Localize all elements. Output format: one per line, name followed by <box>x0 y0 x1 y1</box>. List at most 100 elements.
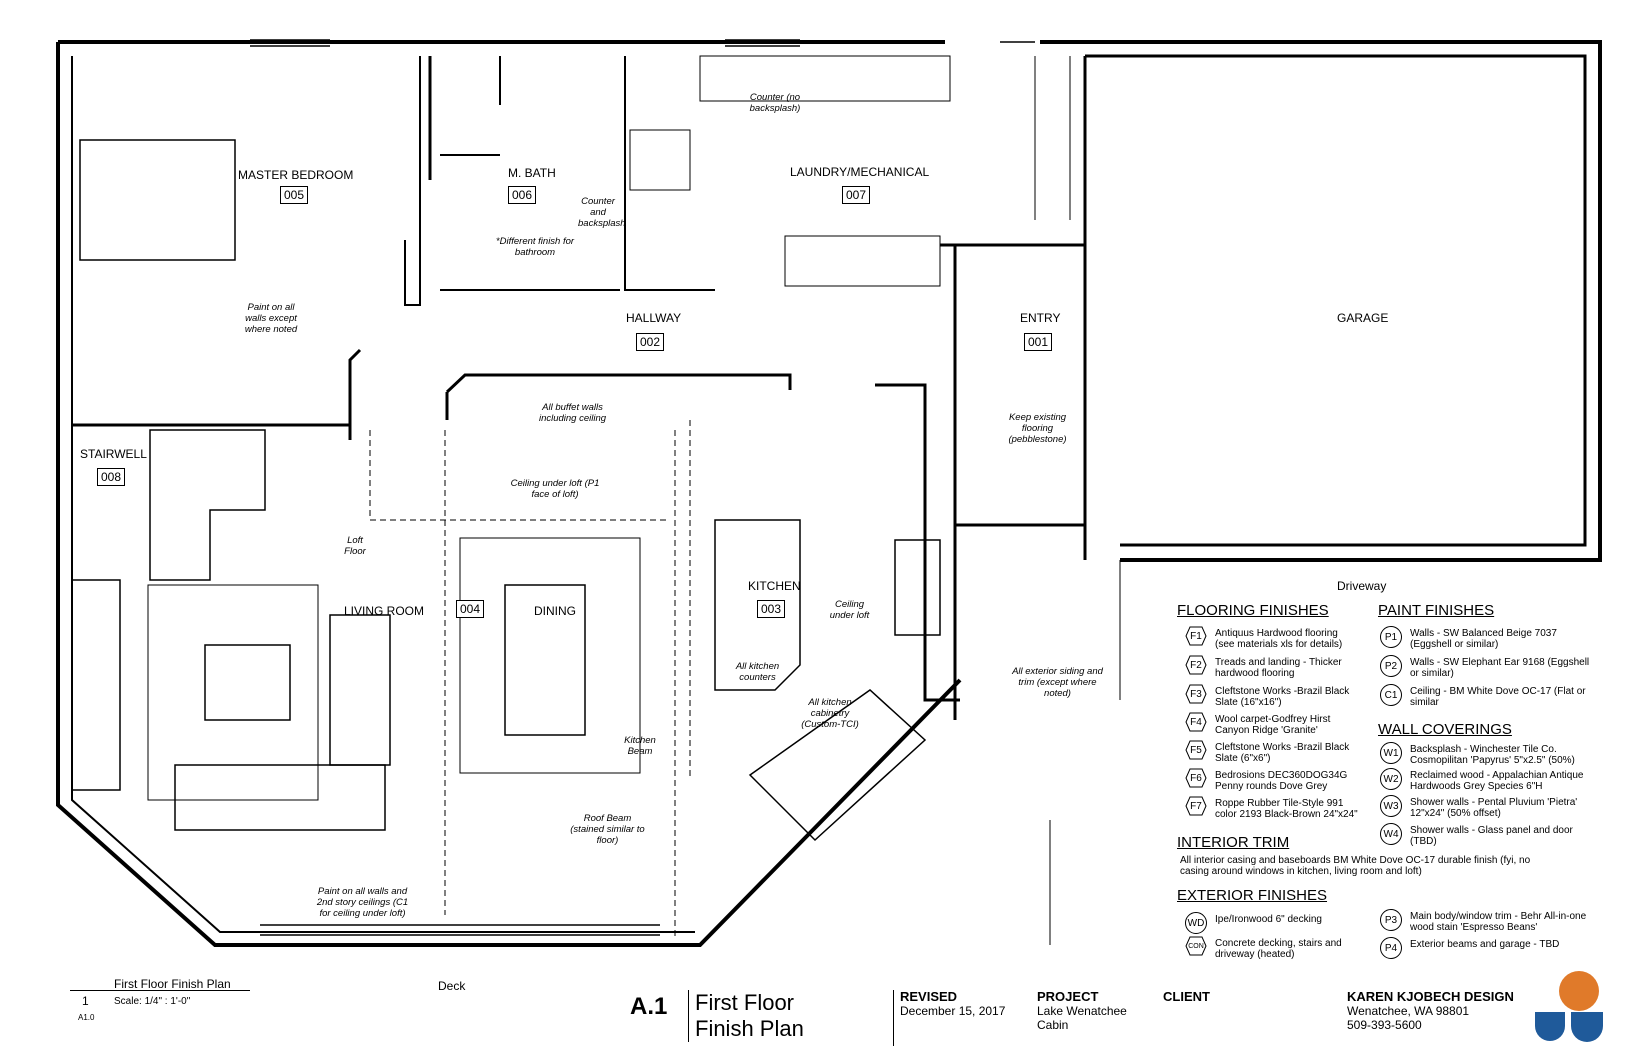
legend-wall-title: WALL COVERINGS <box>1378 721 1512 738</box>
legend-flooring-item: Wool carpet-Godfrey Hirst Canyon Ridge '… <box>1185 712 1355 736</box>
legend-code-symbol: F6 <box>1185 768 1207 788</box>
view-scale: Scale: 1/4" : 1'-0" <box>114 996 191 1007</box>
legend-flooring-item: Cleftstone Works -Brazil Black Slate (6"… <box>1185 740 1355 764</box>
legend-paint-item: Walls - SW Elephant Ear 9168 (Eggshell o… <box>1380 655 1590 679</box>
legend-exterior-title: EXTERIOR FINISHES <box>1177 887 1328 904</box>
legend-code-symbol: F7 <box>1185 796 1207 816</box>
legend-flooring-item: Antiquus Hardwood flooring (see material… <box>1185 626 1355 650</box>
room-num-living: 004 <box>456 600 485 618</box>
legend-flooring-title: FLOORING FINISHES <box>1177 602 1329 619</box>
view-title-block: 1 A1.0 First Floor Finish Plan Scale: 1/… <box>70 977 250 1022</box>
room-name-living: LIVING ROOM <box>344 604 425 618</box>
firm-logo <box>1535 971 1603 1042</box>
legend-code-symbol: P1 <box>1380 626 1402 648</box>
legend-code-symbol: P3 <box>1380 909 1402 931</box>
revised-block: REVISED December 15, 2017 <box>893 990 1005 1046</box>
legend-code-symbol: F1 <box>1185 626 1207 646</box>
note-ext-siding: All exterior siding and trim (except whe… <box>1012 666 1103 699</box>
view-number: 1 <box>82 994 89 1008</box>
note-ceiling-loft: Ceiling under loft (P1 face of loft) <box>510 478 600 500</box>
view-title: First Floor Finish Plan <box>114 977 231 991</box>
note-kitchen-counters: All kitchen counters <box>735 661 780 683</box>
legend-paint-item: Ceiling - BM White Dove OC-17 (Flat or s… <box>1380 684 1590 708</box>
legend-code-symbol: P4 <box>1380 937 1402 959</box>
note-ct4: Counter (no backsplash) <box>749 92 801 114</box>
legend-wall-item: Shower walls - Glass panel and door (TBD… <box>1380 823 1590 847</box>
note-master-paint: Paint on all walls except where noted <box>244 302 298 335</box>
note-buffet: All buffet walls including ceiling <box>538 402 607 424</box>
legend-code-symbol: P2 <box>1380 655 1402 677</box>
room-num-laundry: 007 <box>842 186 871 204</box>
firm-block: KAREN KJOBECH DESIGN Wenatchee, WA 98801… <box>1347 989 1514 1033</box>
legend-trim-title: INTERIOR TRIM <box>1177 834 1290 851</box>
legend-wall-item: Shower walls - Pental Pluvium 'Pietra' 1… <box>1380 795 1590 819</box>
firm-name: KAREN KJOBECH DESIGN <box>1347 989 1514 1004</box>
legend-code-symbol: F3 <box>1185 684 1207 704</box>
room-name-dining: DINING <box>534 604 576 618</box>
deck-label: Deck <box>438 979 466 993</box>
legend-code-symbol: WD <box>1185 912 1207 934</box>
legend-flooring-item: Bedrosions DEC360DOG34G Penny rounds Dov… <box>1185 768 1355 792</box>
legend-code-symbol: W4 <box>1380 823 1402 845</box>
room-name-kitchen: KITCHEN <box>748 579 801 593</box>
legend-flooring-item: Treads and landing - Thicker hardwood fl… <box>1185 655 1355 679</box>
legend-wall-item: Reclaimed wood - Appalachian Antique Har… <box>1380 768 1590 792</box>
firm-city: Wenatchee, WA 98801 <box>1347 1004 1470 1018</box>
client-label: CLIENT <box>1163 989 1210 1004</box>
legend-code-symbol: C1 <box>1380 684 1402 706</box>
room-name-laundry: LAUNDRY/MECHANICAL <box>790 165 930 179</box>
room-name-m-bath: M. BATH <box>508 166 556 180</box>
legend-wall-item: Backsplash - Winchester Tile Co. Cosmopi… <box>1380 742 1590 766</box>
legend-paint-item: Walls - SW Balanced Beige 7037 (Eggshell… <box>1380 626 1590 650</box>
legend-code-symbol: F2 <box>1185 655 1207 675</box>
room-name-stairwell: STAIRWELL <box>80 447 147 461</box>
legend-code-symbol: W3 <box>1380 795 1402 817</box>
project-line-1: Lake Wenatchee <box>1037 1004 1127 1018</box>
note-kitchen-beam: Kitchen Beam <box>624 735 656 757</box>
legend-code-symbol: W1 <box>1380 742 1402 764</box>
room-name-master-bedroom: MASTER BEDROOM <box>238 168 354 182</box>
room-num-hallway: 002 <box>636 333 665 351</box>
legend-exterior-item: Concrete decking, stairs and driveway (h… <box>1185 936 1355 960</box>
note-roof-beam: Roof Beam (stained similar to floor) <box>570 813 645 846</box>
project-line-2: Cabin <box>1037 1018 1069 1032</box>
legend-code-symbol: F4 <box>1185 712 1207 732</box>
sheet-title: First Floor Finish Plan <box>688 990 804 1042</box>
revised-label: REVISED <box>900 989 958 1004</box>
room-name-hallway: HALLWAY <box>626 311 682 325</box>
driveway-label: Driveway <box>1337 579 1387 593</box>
note-living-paint: Paint on all walls and 2nd story ceiling… <box>316 886 409 919</box>
project-label: PROJECT <box>1037 989 1099 1004</box>
room-name-garage: GARAGE <box>1337 311 1389 325</box>
sheet-number: A.1 <box>630 993 668 1020</box>
room-num-stairwell: 008 <box>97 468 126 486</box>
room-num-m-bath: 006 <box>508 186 537 204</box>
client-block: CLIENT <box>1163 990 1210 1004</box>
legend-code-symbol: F5 <box>1185 740 1207 760</box>
sheet-title-line-2: Finish Plan <box>695 1016 804 1041</box>
note-kitchen-ceiling: Ceiling under loft <box>829 599 870 621</box>
legend-trim-text: All interior casing and baseboards BM Wh… <box>1180 855 1531 877</box>
room-num-entry: 001 <box>1024 333 1053 351</box>
note-ct3: Counter and backsplash <box>578 196 626 229</box>
room-num-kitchen: 003 <box>757 600 786 618</box>
legend-flooring-item: Roppe Rubber Tile-Style 991 color 2193 B… <box>1185 796 1365 820</box>
firm-phone: 509-393-5600 <box>1347 1018 1422 1032</box>
note-loft-floor: Loft Floor <box>344 535 366 557</box>
note-kitchen-cab: All kitchen cabinetry (Custom-TCI) <box>801 697 859 730</box>
revised-date: December 15, 2017 <box>900 1004 1006 1018</box>
note-entry-floor: Keep existing flooring (pebblestone) <box>1008 412 1067 445</box>
legend-paint-title: PAINT FINISHES <box>1378 602 1495 619</box>
room-num-master-bedroom: 005 <box>280 186 309 204</box>
legend-exterior-item: Main body/window trim - Behr All-in-one … <box>1380 909 1590 933</box>
view-sheet: A1.0 <box>78 1013 95 1022</box>
legend-code-symbol: W2 <box>1380 768 1402 790</box>
legend-flooring-item: Cleftstone Works -Brazil Black Slate (16… <box>1185 684 1355 708</box>
project-block: PROJECT Lake Wenatchee Cabin <box>1037 989 1127 1033</box>
note-bath-diff: *Different finish for bathroom <box>495 236 575 258</box>
room-name-entry: ENTRY <box>1020 311 1061 325</box>
legend-code-symbol: CON <box>1185 936 1207 956</box>
